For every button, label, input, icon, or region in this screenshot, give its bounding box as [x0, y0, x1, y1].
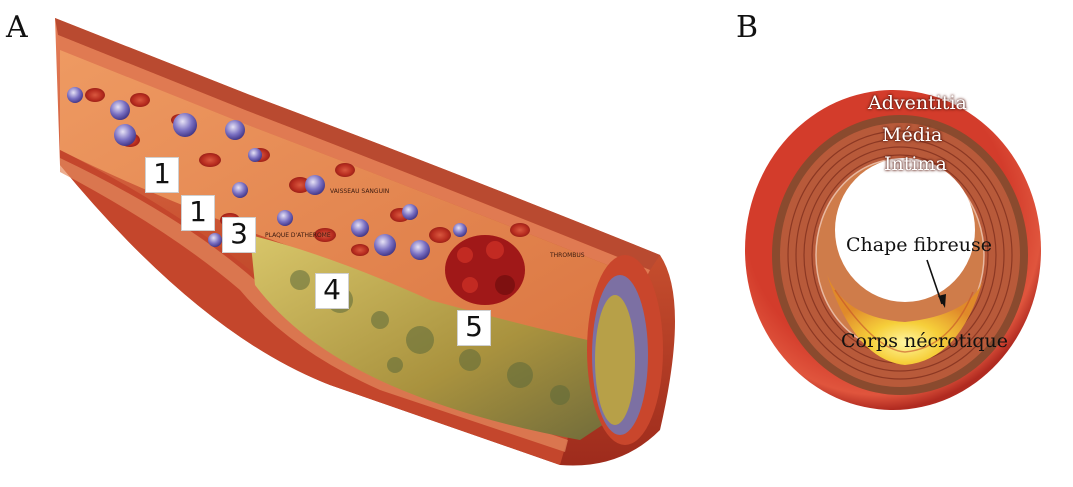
marker-5: 5: [457, 310, 491, 346]
panel-b-letter: B: [736, 10, 758, 45]
marker-1a: 1: [145, 157, 179, 193]
marker-1b: 1: [181, 195, 215, 231]
adventitia-label: Adventitia: [868, 92, 967, 114]
corps-necrotique-label: Corps nécrotique: [841, 330, 1008, 352]
artery-longitudinal-illustration: [0, 0, 700, 487]
arterial-lumen: [835, 158, 975, 302]
marker-3: 3: [222, 217, 256, 253]
thrombus: [445, 235, 525, 305]
artery-cross-section-illustration: [745, 60, 1045, 480]
intima-label: Intima: [884, 153, 947, 175]
media-label: Média: [882, 124, 942, 146]
thrombus-tiny-label: THROMBUS: [550, 252, 585, 259]
marker-4: 4: [315, 273, 349, 309]
chape-fibreuse-label: Chape fibreuse: [846, 234, 992, 256]
vessel-tiny-label: VAISSEAU SANGUIN: [330, 188, 389, 195]
plaque-tiny-label: PLAQUE D'ATHEROME: [265, 232, 331, 239]
